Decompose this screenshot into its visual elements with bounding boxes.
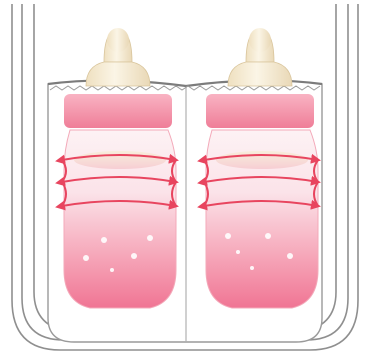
baby-bottle-icon xyxy=(206,28,318,308)
baby-bottle-icon xyxy=(64,28,176,308)
